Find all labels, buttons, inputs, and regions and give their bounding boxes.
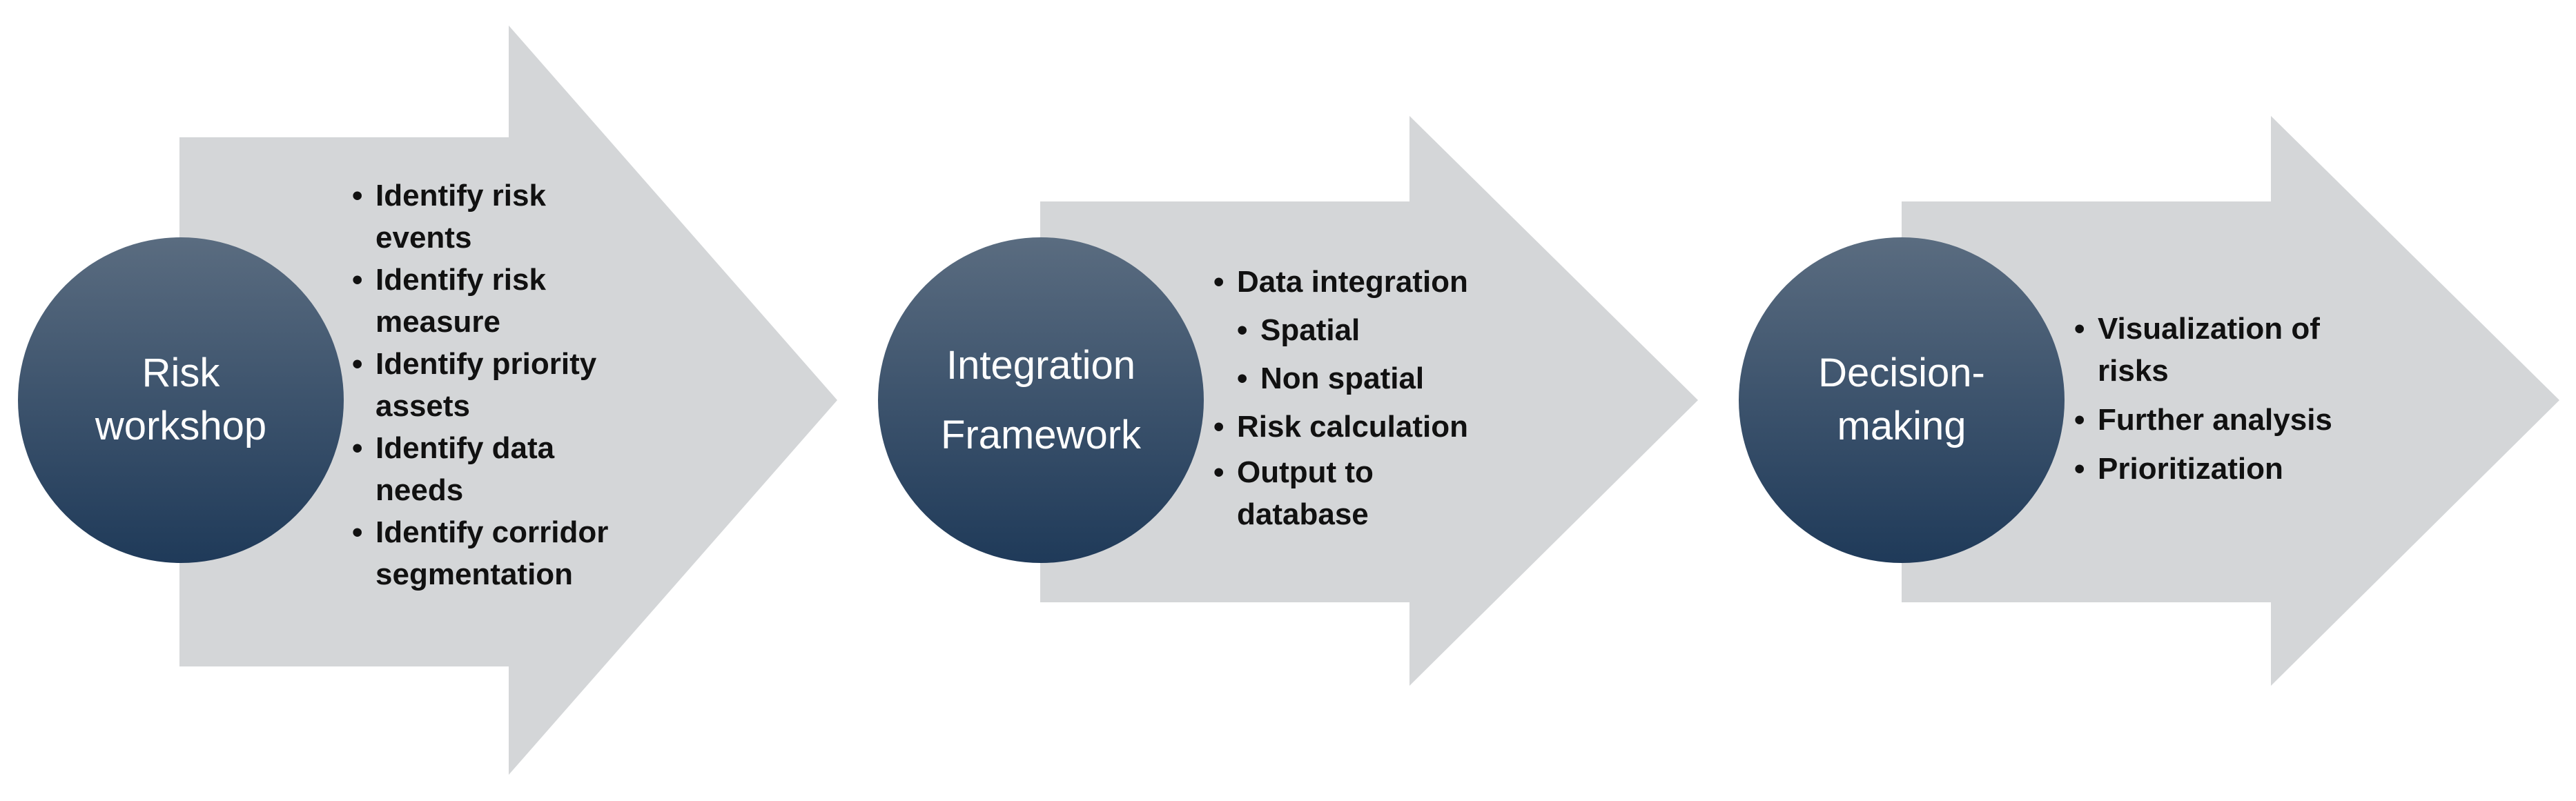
stage-2-subbullet-non-spatial: Non spatial bbox=[1237, 355, 1468, 403]
stage-1-title-line-2: workshop bbox=[95, 404, 267, 448]
stage-3-circle bbox=[1739, 237, 2065, 563]
stage-3-title: Decision- making bbox=[1750, 251, 2053, 549]
stage-2-circle bbox=[878, 237, 1204, 563]
stage-1-circle bbox=[18, 237, 344, 563]
stage-1-bullet-2: Identify risk measure bbox=[352, 259, 583, 343]
stage-3-bullet-list: Visualization of risks Further analysis … bbox=[2074, 308, 2374, 490]
stage-1-title-line-1: Risk bbox=[142, 350, 220, 396]
stage-2-title-line-1: Integration bbox=[946, 342, 1136, 388]
stage-3-title-line-1: Decision- bbox=[1818, 350, 1985, 396]
stage-3-title-line-2: making bbox=[1837, 404, 1967, 448]
stage-1-bullet-list: Identify risk events Identify risk measu… bbox=[352, 175, 665, 595]
stage-1-bullet-5: Identify corridor segmentation bbox=[352, 511, 665, 595]
stage-3-bullet-1: Visualization of risks bbox=[2074, 308, 2374, 392]
stage-1-title: Risk workshop bbox=[29, 251, 333, 549]
stage-3-bullet-3: Prioritization bbox=[2074, 448, 2374, 490]
stage-2-bullet-4: Risk calculation bbox=[1213, 403, 1468, 451]
stage-2-bullet-1: Data integration bbox=[1213, 258, 1468, 306]
stage-1-bullet-3: Identify priority assets bbox=[352, 343, 631, 427]
stage-2-subbullet-spatial: Spatial bbox=[1237, 306, 1468, 355]
stage-2-title-line-2: Framework bbox=[940, 413, 1142, 457]
stage-3-bullet-2: Further analysis bbox=[2074, 399, 2374, 441]
stage-1-bullet-4: Identify data needs bbox=[352, 427, 583, 511]
stage-2-title: Integration Framework bbox=[889, 251, 1193, 549]
stage-1-bullet-1: Identify risk events bbox=[352, 175, 583, 259]
stage-2-bullet-5: Output to database bbox=[1213, 451, 1437, 535]
stage-2-bullet-list: Data integration Spatial Non spatial Ris… bbox=[1213, 258, 1468, 535]
